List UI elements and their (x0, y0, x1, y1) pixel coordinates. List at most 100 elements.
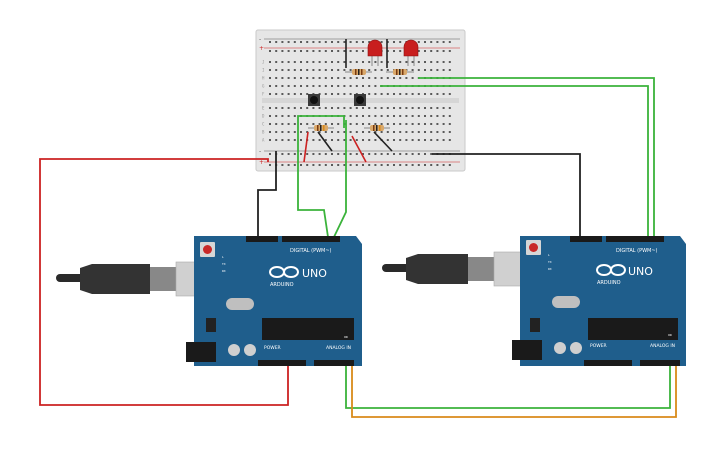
breadboard-hole[interactable] (355, 77, 358, 79)
breadboard-hole[interactable] (448, 69, 451, 71)
arduino-board-1[interactable]: UNO ARDUINO DIGITAL (PWM~) ANALOG IN POW… (56, 236, 362, 366)
breadboard-hole[interactable] (312, 41, 315, 43)
breadboard-hole[interactable] (405, 61, 408, 63)
breadboard-hole[interactable] (430, 139, 433, 141)
breadboard-hole[interactable] (368, 69, 371, 71)
breadboard-hole[interactable] (269, 69, 271, 71)
breadboard-hole[interactable] (269, 93, 271, 95)
breadboard-hole[interactable] (411, 61, 414, 63)
jumper-red-2[interactable] (351, 135, 367, 163)
breadboard-hole[interactable] (362, 153, 364, 155)
breadboard-hole[interactable] (349, 131, 352, 133)
breadboard-hole[interactable] (430, 115, 433, 117)
breadboard-hole[interactable] (324, 93, 327, 95)
breadboard-hole[interactable] (269, 115, 271, 117)
breadboard-hole[interactable] (399, 107, 402, 109)
wire-green-button-2[interactable] (333, 120, 347, 238)
breadboard-hole[interactable] (293, 93, 296, 95)
breadboard-hole[interactable] (349, 123, 352, 125)
breadboard-hole[interactable] (300, 41, 302, 43)
breadboard-hole[interactable] (275, 93, 278, 95)
breadboard-hole[interactable] (349, 115, 352, 117)
breadboard-hole[interactable] (337, 93, 340, 95)
breadboard-hole[interactable] (300, 93, 302, 95)
breadboard-hole[interactable] (393, 164, 395, 166)
breadboard-hole[interactable] (324, 107, 327, 109)
breadboard-hole[interactable] (355, 115, 358, 117)
breadboard-hole[interactable] (331, 85, 333, 87)
breadboard-hole[interactable] (374, 153, 377, 155)
breadboard-hole[interactable] (399, 131, 402, 133)
breadboard-hole[interactable] (430, 153, 433, 155)
breadboard-hole[interactable] (281, 77, 284, 79)
breadboard-hole[interactable] (405, 139, 408, 141)
breadboard-hole[interactable] (405, 164, 408, 166)
breadboard-hole[interactable] (405, 93, 408, 95)
breadboard-hole[interactable] (337, 123, 340, 125)
breadboard-hole[interactable] (331, 41, 333, 43)
breadboard-hole[interactable] (430, 61, 433, 63)
breadboard-hole[interactable] (318, 153, 321, 155)
push-button-2[interactable] (354, 94, 366, 106)
breadboard-hole[interactable] (318, 41, 321, 43)
breadboard-hole[interactable] (417, 50, 420, 52)
breadboard-hole[interactable] (424, 61, 426, 63)
breadboard-hole[interactable] (380, 41, 383, 43)
breadboard-hole[interactable] (281, 139, 284, 141)
breadboard-hole[interactable] (368, 107, 371, 109)
breadboard-hole[interactable] (293, 107, 296, 109)
breadboard-hole[interactable] (393, 50, 395, 52)
breadboard-hole[interactable] (442, 164, 445, 166)
breadboard-hole[interactable] (281, 164, 284, 166)
breadboard-hole[interactable] (324, 85, 327, 87)
breadboard-hole[interactable] (393, 61, 395, 63)
breadboard-hole[interactable] (293, 41, 296, 43)
wire-green-button-1[interactable] (297, 115, 345, 238)
breadboard-hole[interactable] (281, 69, 284, 71)
breadboard-hole[interactable] (393, 107, 395, 109)
breadboard-hole[interactable] (386, 69, 389, 71)
breadboard-hole[interactable] (405, 77, 408, 79)
breadboard-hole[interactable] (405, 107, 408, 109)
breadboard-hole[interactable] (293, 153, 296, 155)
breadboard-hole[interactable] (306, 41, 309, 43)
breadboard-hole[interactable] (275, 131, 278, 133)
breadboard-hole[interactable] (318, 85, 321, 87)
breadboard-hole[interactable] (349, 41, 352, 43)
breadboard-hole[interactable] (405, 115, 408, 117)
breadboard-hole[interactable] (337, 139, 340, 141)
jumper-black-4[interactable] (373, 131, 393, 152)
breadboard-hole[interactable] (349, 93, 352, 95)
breadboard-hole[interactable] (318, 131, 321, 133)
breadboard-hole[interactable] (343, 50, 346, 52)
breadboard-hole[interactable] (362, 61, 364, 63)
breadboard-hole[interactable] (349, 77, 352, 79)
breadboard-hole[interactable] (362, 77, 364, 79)
breadboard-hole[interactable] (275, 115, 278, 117)
breadboard-hole[interactable] (430, 164, 433, 166)
arduino-board-2[interactable]: UNO ARDUINO DIGITAL (PWM~) ANALOG IN POW… (382, 236, 686, 366)
breadboard-hole[interactable] (269, 164, 271, 166)
breadboard-hole[interactable] (312, 107, 315, 109)
breadboard-hole[interactable] (318, 77, 321, 79)
wire-green-led-1[interactable] (418, 77, 655, 237)
breadboard-hole[interactable] (380, 61, 383, 63)
breadboard-hole[interactable] (269, 41, 271, 43)
breadboard-hole[interactable] (374, 139, 377, 141)
breadboard-hole[interactable] (417, 61, 420, 63)
jumper-red-1[interactable] (303, 131, 309, 163)
breadboard-hole[interactable] (306, 164, 309, 166)
breadboard-hole[interactable] (368, 77, 371, 79)
breadboard-hole[interactable] (368, 85, 371, 87)
wire-black-gnd-1[interactable] (257, 151, 277, 237)
breadboard-hole[interactable] (386, 77, 389, 79)
breadboard-hole[interactable] (337, 153, 340, 155)
breadboard-hole[interactable] (436, 115, 439, 117)
breadboard-hole[interactable] (442, 123, 445, 125)
breadboard-hole[interactable] (306, 153, 309, 155)
breadboard-hole[interactable] (393, 139, 395, 141)
breadboard-hole[interactable] (318, 50, 321, 52)
breadboard-hole[interactable] (442, 139, 445, 141)
breadboard-hole[interactable] (380, 93, 383, 95)
breadboard-hole[interactable] (393, 131, 395, 133)
